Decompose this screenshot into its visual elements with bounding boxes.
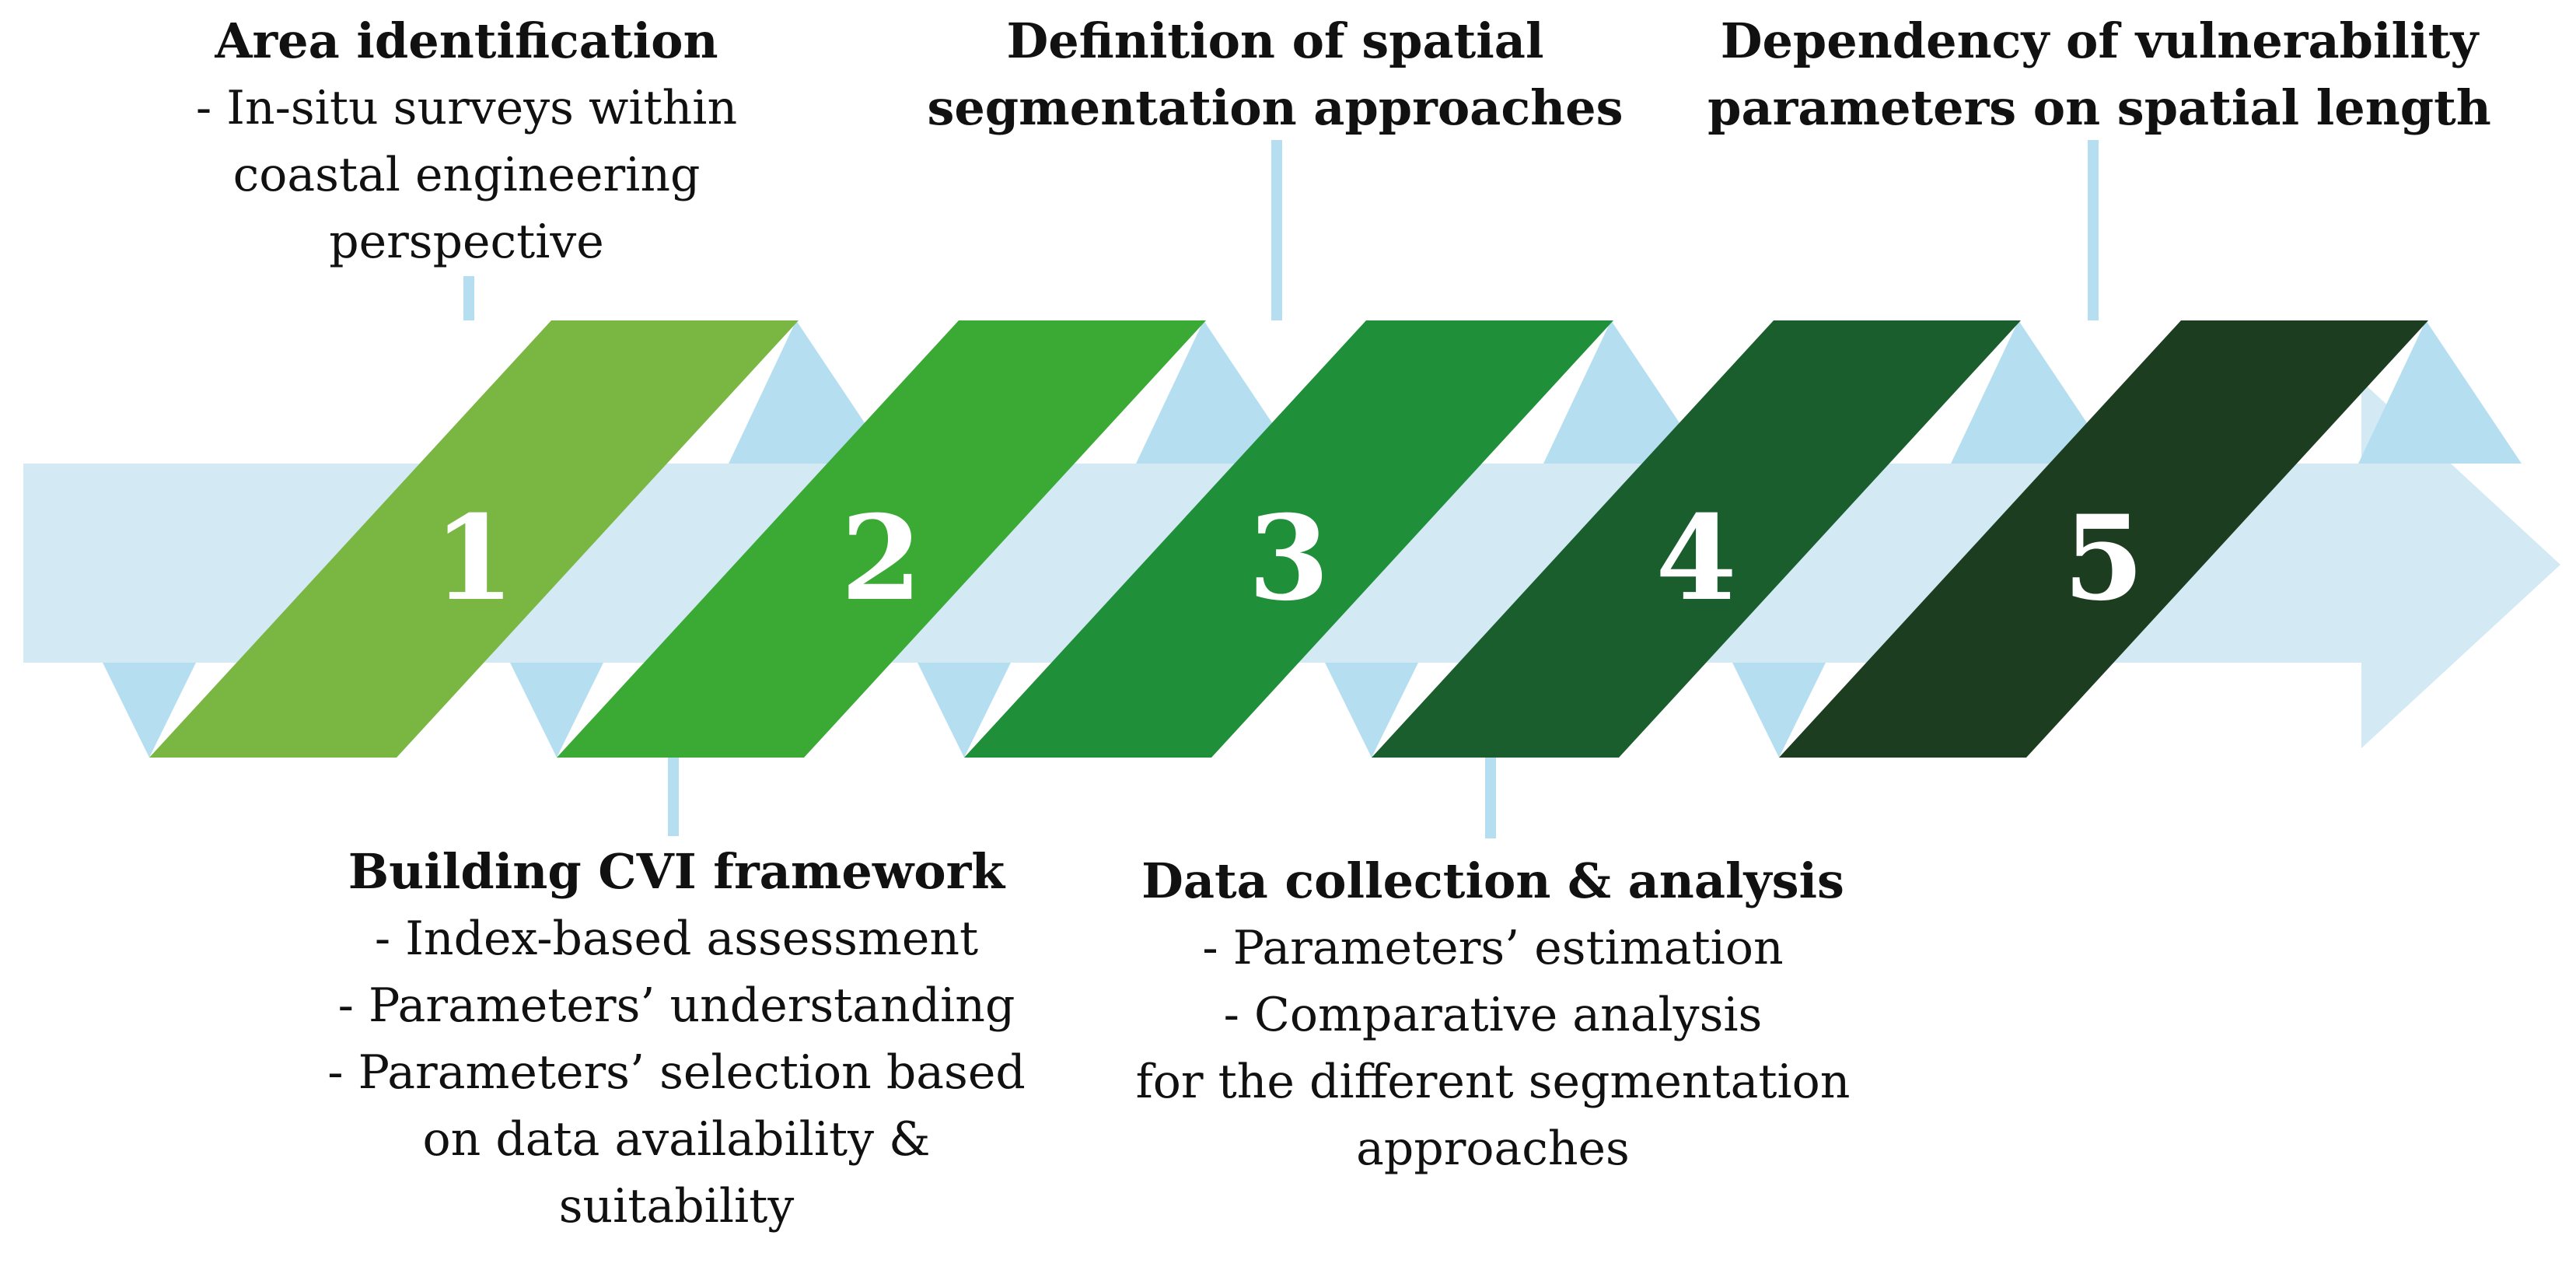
step-2-line-1: - Index-based assessment: [374, 912, 979, 966]
step-1-block: [149, 320, 799, 758]
connector-3: [1271, 140, 1282, 320]
step-4-line-1: - Parameters’ estimation: [1202, 921, 1784, 975]
step-5-title-line-2: parameters on spatial length: [1707, 79, 2491, 136]
step-5-title-line-1: Dependency of vulnerability: [1720, 12, 2479, 69]
ribbon-lower-5: [1732, 663, 1826, 758]
ribbon-upper-2: [1136, 320, 1299, 464]
ribbon-upper-4: [1951, 320, 2114, 464]
step-2-line-4: on data availability &: [422, 1112, 931, 1167]
step-3-title-line-2: segmentation approaches: [927, 79, 1624, 136]
step-3-number: 3: [1248, 490, 1329, 627]
step-1-line-3: perspective: [329, 215, 604, 269]
connector-4: [1485, 758, 1496, 838]
ribbon-lower-2: [510, 663, 603, 758]
step-4-line-2: - Comparative analysis: [1223, 988, 1763, 1042]
connector-5: [2088, 140, 2099, 320]
step-1-number: 1: [433, 490, 514, 627]
step-4-block: [1372, 320, 2021, 758]
step-4-title: Data collection & analysis: [1141, 852, 1844, 909]
step-2-line-5: suitability: [558, 1179, 795, 1234]
step-2-block: [557, 320, 1206, 758]
ribbon-upper-5: [2358, 320, 2522, 464]
step-4-label: Data collection & analysis - Parameters’…: [1081, 848, 1905, 1182]
step-2-title: Building CVI framework: [348, 843, 1005, 900]
connector-2: [668, 758, 679, 836]
step-2-line-2: - Parameters’ understanding: [337, 978, 1015, 1033]
step-1-line-2: coastal engineering: [232, 148, 701, 202]
step-2-label: Building CVI framework - Index-based ass…: [280, 838, 1073, 1240]
step-3-block: [964, 320, 1613, 758]
ribbon-upper-3: [1543, 320, 1707, 464]
step-3-label: Definition of spatial segmentation appro…: [902, 8, 1648, 142]
connector-1: [463, 276, 474, 320]
step-5-block: [1779, 320, 2428, 758]
step-4-line-4: approaches: [1356, 1122, 1630, 1176]
step-4-line-3: for the different segmentation: [1135, 1055, 1851, 1109]
ribbon-lower-3: [918, 663, 1011, 758]
step-4-number: 4: [1655, 490, 1736, 627]
step-5-label: Dependency of vulnerability parameters o…: [1664, 8, 2535, 142]
step-3-title-line-1: Definition of spatial: [1006, 12, 1544, 69]
step-2-line-3: - Parameters’ selection based: [327, 1045, 1026, 1100]
step-2-number: 2: [841, 490, 921, 627]
ribbon-lower-1: [103, 663, 196, 758]
ribbon-upper-1: [729, 320, 892, 464]
step-5-number: 5: [2063, 490, 2144, 627]
ribbon-lower-4: [1325, 663, 1418, 758]
step-1-line-1: - In-situ surveys within: [195, 81, 738, 135]
step-1-label: Area identification - In-situ surveys wi…: [124, 8, 809, 275]
step-1-title: Area identification: [215, 12, 718, 69]
